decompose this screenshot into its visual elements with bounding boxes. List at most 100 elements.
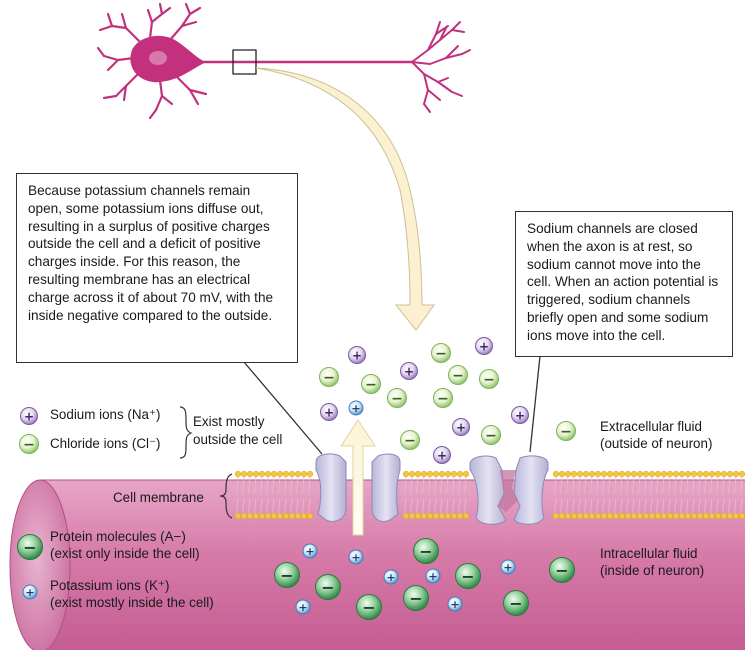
legend-potassium-line2: (exist mostly inside the cell) — [50, 595, 214, 610]
svg-text:−: − — [483, 372, 495, 388]
ion-cl-10: − — [361, 374, 381, 394]
ion-k-30: + — [425, 568, 441, 584]
outside-legend-brace — [179, 406, 193, 459]
legend-protein-line2: (exist only inside the cell) — [50, 546, 200, 561]
ion-cl-20: − — [400, 430, 420, 450]
ion-na-21: + — [433, 446, 451, 464]
svg-text:−: − — [391, 391, 403, 407]
svg-text:+: + — [351, 402, 360, 415]
neuron-axon-terminals — [411, 21, 471, 113]
svg-text:−: − — [437, 391, 449, 407]
ion-pr-36: − — [503, 590, 529, 616]
ion-pr-28: − — [315, 574, 341, 600]
ion-layer: +−−+−+−++−−−−++−−++−−+++−+−−−++−−−++− — [17, 337, 576, 620]
cell-membrane-label: Cell membrane — [113, 490, 204, 505]
potassium-efflux-arrow — [340, 419, 376, 536]
sodium-callout-text: Sodium channels are closed when the axon… — [527, 221, 719, 343]
svg-text:+: + — [515, 408, 525, 422]
extracellular-label-line2: (outside of neuron) — [600, 436, 713, 451]
intracellular-label-line1: Intracellular fluid — [600, 546, 698, 561]
svg-text:−: − — [555, 561, 568, 580]
ion-k-29: + — [383, 569, 399, 585]
ion-cl-6: − — [431, 343, 451, 363]
potassium-callout-text: Because potassium channels remain open, … — [28, 183, 274, 323]
ion-na-8: + — [400, 362, 418, 380]
svg-text:+: + — [298, 601, 307, 614]
ion-na-17: + — [511, 406, 529, 424]
extracellular-label-line1: Extracellular fluid — [600, 419, 702, 434]
ion-cl-15: − — [387, 388, 407, 408]
membrane-label-brace — [219, 473, 233, 519]
ion-na-13: + — [320, 403, 338, 421]
sodium-callout: Sodium channels are closed when the axon… — [515, 211, 733, 357]
potassium-channel — [315, 453, 401, 522]
neuron-soma — [130, 35, 206, 83]
intracellular-label-line2: (inside of neuron) — [600, 563, 705, 578]
svg-text:−: − — [404, 433, 416, 449]
ion-cl-19: − — [481, 425, 501, 445]
svg-text:+: + — [503, 561, 512, 574]
svg-text:−: − — [509, 594, 522, 613]
svg-text:+: + — [456, 420, 466, 434]
zoom-box — [232, 49, 257, 75]
svg-text:+: + — [352, 348, 362, 362]
ion-k-25: + — [500, 559, 516, 575]
legend-chloride-icon: − — [19, 434, 39, 454]
svg-text:+: + — [25, 586, 34, 599]
legend-outside-group-line2: outside the cell — [193, 432, 283, 447]
legend-potassium-icon: + — [22, 584, 38, 600]
legend-potassium-line1: Potassium ions (K⁺) — [50, 578, 170, 593]
zoom-arrow — [255, 67, 435, 331]
ion-na-7: + — [475, 337, 493, 355]
svg-text:+: + — [404, 364, 414, 378]
ion-k-14: + — [348, 400, 364, 416]
legend-protein-icon: − — [17, 534, 43, 560]
ion-pr-26: − — [549, 557, 575, 583]
cell-membrane-bilayer — [234, 470, 745, 520]
sodium-channel — [469, 455, 549, 525]
svg-text:−: − — [485, 428, 497, 444]
neuron-nucleus — [149, 51, 167, 65]
ion-cl-9: − — [319, 367, 339, 387]
ion-pr-31: − — [455, 563, 481, 589]
svg-text:+: + — [305, 545, 314, 558]
ion-pr-33: − — [403, 585, 429, 611]
ion-k-34: + — [295, 599, 311, 615]
svg-text:−: − — [362, 598, 375, 617]
svg-text:+: + — [450, 598, 459, 611]
svg-text:−: − — [280, 566, 293, 585]
svg-text:−: − — [461, 567, 474, 586]
svg-text:+: + — [24, 409, 34, 423]
neuron-dendrites — [96, 2, 208, 120]
extracellular-chloride-icon: − — [556, 421, 576, 441]
svg-text:−: − — [435, 346, 447, 362]
svg-text:+: + — [437, 448, 447, 462]
legend-sodium-icon: + — [20, 407, 38, 425]
ion-na-18: + — [452, 418, 470, 436]
svg-text:+: + — [351, 551, 360, 564]
ion-k-35: + — [447, 596, 463, 612]
legend-sodium-label: Sodium ions (Na⁺) — [50, 407, 161, 422]
legend-outside-group-line1: Exist mostly — [193, 414, 265, 429]
callout-pointers — [243, 355, 541, 455]
axon-cylinder — [9, 479, 745, 653]
ion-k-22: + — [302, 543, 318, 559]
ion-cl-11: − — [448, 365, 468, 385]
ion-k-23: + — [348, 549, 364, 565]
svg-text:−: − — [409, 589, 422, 608]
legend-chloride-label: Chloride ions (Cl⁻) — [50, 436, 161, 451]
svg-text:+: + — [386, 571, 395, 584]
svg-text:+: + — [479, 339, 489, 353]
neuron-illustration — [96, 2, 471, 120]
ion-pr-24: − — [413, 538, 439, 564]
svg-text:−: − — [23, 437, 35, 453]
svg-text:−: − — [321, 578, 334, 597]
svg-text:−: − — [560, 424, 572, 440]
svg-text:−: − — [419, 542, 432, 561]
svg-text:−: − — [23, 538, 36, 557]
potassium-callout: Because potassium channels remain open, … — [16, 173, 298, 363]
ion-pr-27: − — [274, 562, 300, 588]
svg-text:−: − — [323, 370, 335, 386]
